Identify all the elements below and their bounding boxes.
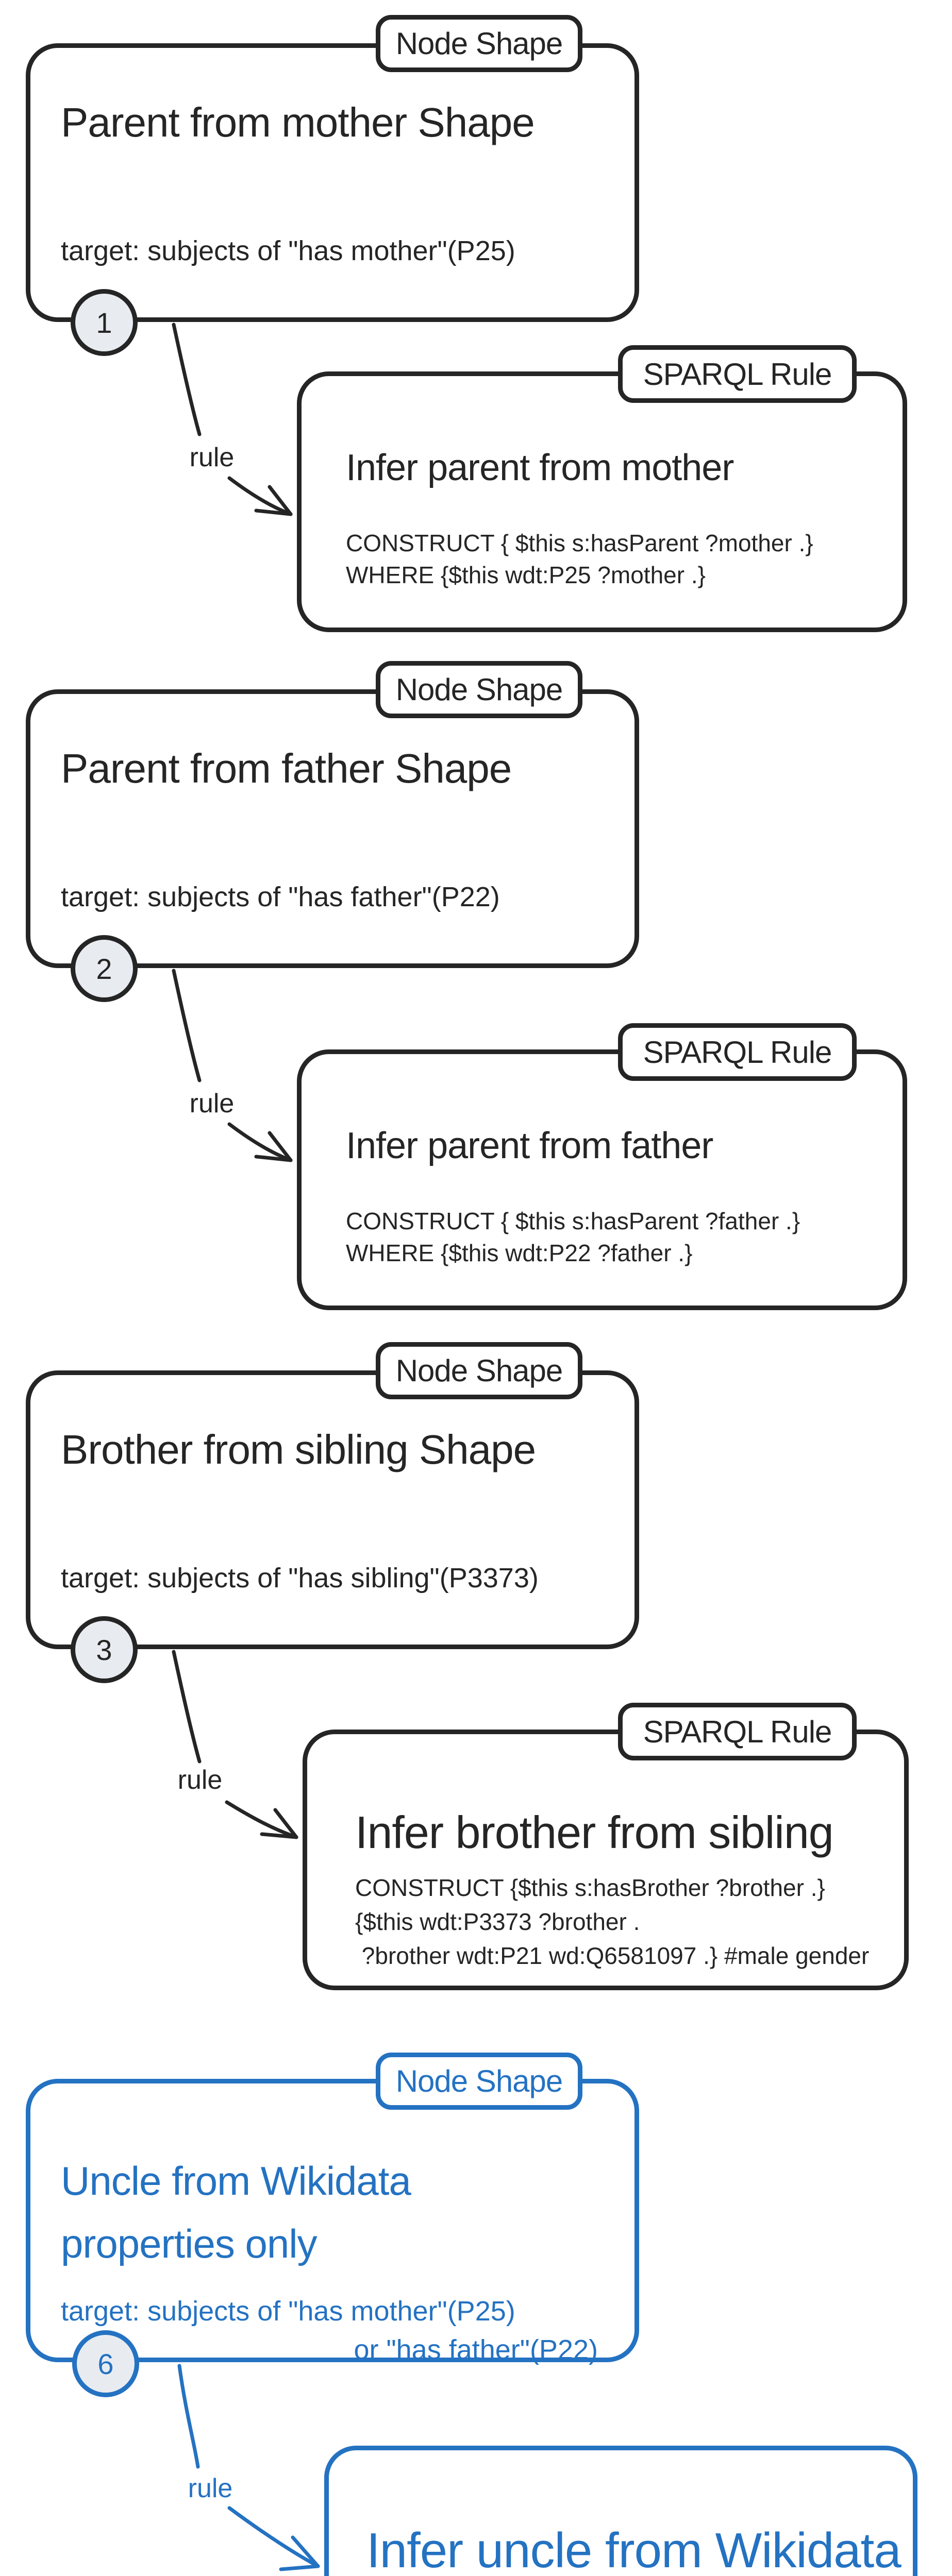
node-shape-box-1: Parent from mother Shape target: subject… xyxy=(26,43,639,322)
sparql-code: CONSTRUCT {$this s:hasBrother ?brother .… xyxy=(355,1871,869,1973)
tab-label: SPARQL Rule xyxy=(643,357,832,392)
tab-label: SPARQL Rule xyxy=(643,1035,832,1070)
connector-rule-1 xyxy=(172,323,293,516)
sparql-rule-box-2: Infer parent from father CONSTRUCT { $th… xyxy=(297,1049,907,1310)
badge-2: 2 xyxy=(71,935,138,1002)
node-title: Parent from mother Shape xyxy=(61,99,535,145)
node-target: target: subjects of "has father"(P22) xyxy=(61,882,500,912)
edge-label-rule-2: rule xyxy=(189,1089,235,1118)
code-line: CONSTRUCT { $this s:hasParent ?father .} xyxy=(346,1208,800,1234)
edge-label-rule-3: rule xyxy=(177,1765,223,1795)
tab-label: Node Shape xyxy=(395,26,563,61)
connector-rule-2 xyxy=(172,969,293,1162)
rule-title: Infer uncle from Wikidata properties onl… xyxy=(366,2523,901,2576)
node-shape-tab-1: Node Shape xyxy=(376,15,582,72)
badge-number: 2 xyxy=(96,952,112,985)
node-shape-tab-3: Node Shape xyxy=(376,1342,582,1399)
badge-number: 3 xyxy=(96,1633,112,1666)
sparql-rule-box-4: Infer uncle from Wikidata properties onl… xyxy=(324,2446,917,2576)
tab-label: Node Shape xyxy=(395,2064,563,2098)
tab-label: Node Shape xyxy=(395,1353,563,1388)
badge-3: 3 xyxy=(71,1616,138,1683)
badge-6: 6 xyxy=(72,2330,139,2397)
sparql-rule-tab-2: SPARQL Rule xyxy=(618,1023,857,1081)
node-title: Brother from sibling Shape xyxy=(61,1427,536,1472)
rule-title: Infer brother from sibling xyxy=(355,1807,834,1858)
code-line: ?brother wdt:P21 wd:Q6581097 .} #male ge… xyxy=(355,1942,870,1969)
sparql-rule-box-3: Infer brother from sibling CONSTRUCT {$t… xyxy=(303,1730,909,1990)
node-shape-box-4: Uncle from Wikidata properties only targ… xyxy=(26,2079,639,2365)
badge-number: 1 xyxy=(96,306,112,339)
sparql-rule-tab-1: SPARQL Rule xyxy=(618,345,857,403)
node-target: target: subjects of "has sibling"(P3373) xyxy=(61,1563,539,1594)
badge-1: 1 xyxy=(71,289,138,356)
badge-number: 6 xyxy=(97,2347,114,2380)
tab-label: Node Shape xyxy=(395,672,563,707)
connector-rule-3 xyxy=(172,1650,298,1839)
node-title: Parent from father Shape xyxy=(61,745,512,791)
sparql-rule-tab-3: SPARQL Rule xyxy=(618,1703,857,1760)
code-line: WHERE {$this wdt:P25 ?mother .} xyxy=(346,562,706,588)
node-target: target: subjects of "has mother"(P25) or… xyxy=(61,2296,598,2365)
code-line: WHERE {$this wdt:P22 ?father .} xyxy=(346,1240,693,1266)
rule-title: Infer parent from mother xyxy=(346,447,734,488)
node-shape-tab-2: Node Shape xyxy=(376,661,582,718)
node-title: Uncle from Wikidata properties only xyxy=(61,2158,411,2266)
node-shape-box-2: Parent from father Shape target: subject… xyxy=(26,689,639,968)
edge-label-rule-4: rule xyxy=(188,2473,233,2503)
node-target: target: subjects of "has mother"(P25) xyxy=(61,235,515,266)
node-shape-box-3: Brother from sibling Shape target: subje… xyxy=(26,1370,639,1649)
code-line: CONSTRUCT { $this s:hasParent ?mother .} xyxy=(346,530,813,556)
sparql-code: CONSTRUCT { $this s:hasParent ?mother .}… xyxy=(346,527,813,591)
node-shape-tab-4: Node Shape xyxy=(376,2053,582,2110)
code-line: {$this wdt:P3373 ?brother . xyxy=(355,1908,640,1935)
code-line: CONSTRUCT {$this s:hasBrother ?brother .… xyxy=(355,1874,825,1901)
sparql-code: CONSTRUCT { $this s:hasParent ?father .}… xyxy=(346,1205,800,1269)
connector-rule-4 xyxy=(177,2364,320,2571)
tab-label: SPARQL Rule xyxy=(643,1714,832,1749)
sparql-rule-box-1: Infer parent from mother CONSTRUCT { $th… xyxy=(297,371,907,632)
edge-label-rule-1: rule xyxy=(189,443,235,472)
rule-title: Infer parent from father xyxy=(346,1125,713,1166)
